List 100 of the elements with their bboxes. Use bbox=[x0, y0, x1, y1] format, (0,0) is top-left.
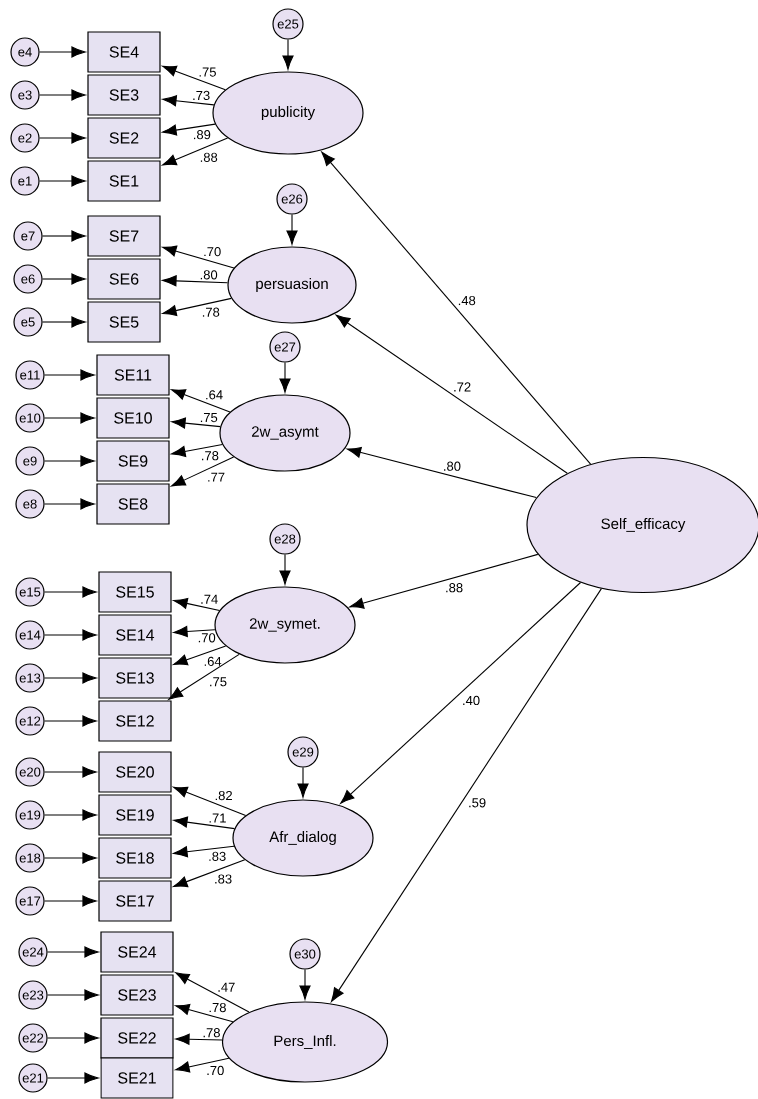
edge-label: .73 bbox=[193, 90, 210, 101]
arrow bbox=[171, 389, 231, 413]
arrow bbox=[175, 1033, 223, 1045]
arrow bbox=[162, 95, 215, 107]
arrow bbox=[162, 123, 216, 136]
indicator-box: SE9 bbox=[96, 440, 170, 482]
arrow bbox=[330, 588, 602, 1002]
arrow bbox=[175, 1004, 234, 1023]
arrow bbox=[44, 852, 97, 864]
indicator-box: SE1 bbox=[87, 160, 161, 202]
edge-label: .59 bbox=[469, 798, 486, 808]
arrow bbox=[279, 554, 291, 585]
arrow bbox=[173, 859, 246, 888]
arrow bbox=[44, 715, 97, 727]
arrow bbox=[44, 455, 95, 467]
edge-label: .80 bbox=[444, 461, 461, 471]
arrow bbox=[279, 362, 291, 393]
arrow bbox=[44, 498, 95, 510]
edge-label: .78 bbox=[203, 1028, 220, 1038]
arrow bbox=[44, 412, 95, 424]
arrow bbox=[42, 316, 86, 328]
arrow bbox=[162, 137, 229, 166]
edge-label: .47 bbox=[218, 982, 235, 992]
arrow bbox=[168, 653, 240, 700]
arrow bbox=[162, 297, 232, 317]
arrow bbox=[173, 645, 227, 666]
arrow bbox=[39, 46, 86, 58]
edge-label: .75 bbox=[200, 413, 218, 423]
arrow bbox=[286, 214, 298, 245]
arrow bbox=[162, 275, 229, 287]
arrow bbox=[39, 175, 86, 187]
indicator-box: SE24 bbox=[100, 931, 174, 973]
arrow bbox=[175, 972, 250, 1013]
indicator-box: SE13 bbox=[98, 657, 172, 699]
edge-label: .88 bbox=[446, 583, 463, 593]
arrow bbox=[44, 629, 97, 641]
arrow bbox=[44, 766, 97, 778]
arrow bbox=[47, 1032, 99, 1044]
arrow bbox=[171, 443, 223, 457]
arrow bbox=[346, 446, 537, 499]
arrow bbox=[297, 767, 309, 798]
indicator-box: SE18 bbox=[98, 837, 172, 879]
indicator-box: SE14 bbox=[98, 614, 172, 656]
arrow bbox=[39, 132, 86, 144]
edge-label: .40 bbox=[463, 695, 480, 706]
arrow bbox=[162, 245, 235, 269]
indicator-box: SE15 bbox=[98, 571, 172, 613]
edge-label: .88 bbox=[200, 152, 218, 162]
indicator-box: SE7 bbox=[87, 215, 161, 257]
edge-label: .75 bbox=[210, 677, 227, 687]
arrow bbox=[171, 456, 235, 487]
arrow bbox=[175, 1057, 230, 1073]
edge-label: .48 bbox=[458, 295, 476, 306]
indicator-box: SE22 bbox=[100, 1017, 174, 1059]
edge-label: .77 bbox=[208, 472, 225, 482]
edge-label: .83 bbox=[209, 851, 226, 861]
indicator-box: SE4 bbox=[87, 31, 161, 73]
arrow bbox=[282, 39, 294, 70]
arrow bbox=[44, 369, 95, 381]
indicator-box: SE6 bbox=[87, 258, 161, 300]
arrow bbox=[173, 816, 236, 830]
edge-label: .70 bbox=[198, 633, 216, 643]
edge-label: .89 bbox=[194, 130, 211, 140]
indicator-box: SE11 bbox=[96, 354, 170, 396]
arrow bbox=[44, 672, 97, 684]
indicator-box: SE3 bbox=[87, 74, 161, 116]
arrow bbox=[173, 625, 216, 638]
indicator-box: SE10 bbox=[96, 397, 170, 439]
arrow bbox=[44, 895, 97, 907]
arrow bbox=[349, 553, 539, 609]
edge-label: .70 bbox=[207, 1065, 224, 1076]
edge-label: .71 bbox=[209, 813, 226, 823]
indicator-box: SE17 bbox=[98, 880, 172, 922]
indicator-box: SE12 bbox=[98, 700, 172, 742]
arrow bbox=[173, 786, 247, 817]
edge-label: .72 bbox=[454, 382, 471, 392]
arrow bbox=[44, 809, 97, 821]
arrow bbox=[47, 989, 99, 1001]
indicator-box: SE2 bbox=[87, 117, 161, 159]
arrow bbox=[173, 845, 235, 858]
arrow bbox=[335, 314, 568, 474]
arrow bbox=[173, 597, 221, 612]
edge-label: .80 bbox=[200, 270, 218, 280]
indicator-box: SE21 bbox=[100, 1057, 174, 1099]
edge-label: .83 bbox=[215, 874, 232, 884]
indicator-box: SE23 bbox=[100, 974, 174, 1016]
edge-label: .78 bbox=[202, 451, 219, 461]
arrow bbox=[340, 581, 582, 804]
arrow bbox=[321, 151, 592, 465]
arrow bbox=[47, 1072, 99, 1084]
edge-label: .82 bbox=[215, 791, 232, 801]
arrow bbox=[42, 230, 86, 242]
arrow bbox=[47, 946, 99, 958]
indicator-box: SE19 bbox=[98, 794, 172, 836]
arrow bbox=[171, 417, 221, 429]
arrow bbox=[299, 969, 311, 1000]
arrow bbox=[162, 65, 226, 91]
indicator-box: SE8 bbox=[96, 483, 170, 525]
arrow bbox=[42, 273, 86, 285]
arrow bbox=[44, 586, 97, 598]
